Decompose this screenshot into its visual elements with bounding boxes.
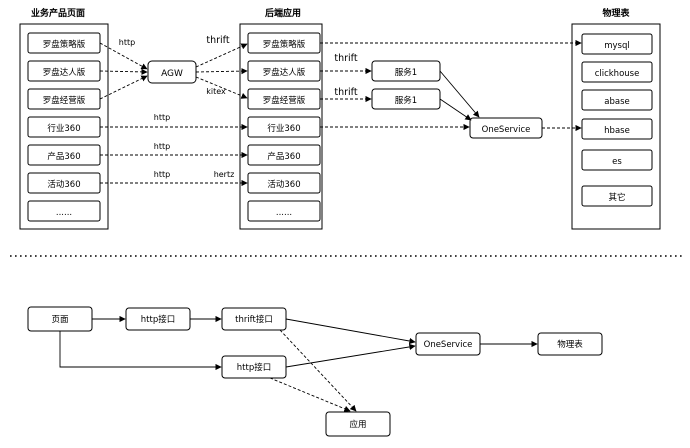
table-item-label: hbase [604,126,630,136]
edge-label-thrift-service-a: thrift [334,53,357,64]
backend-item-box[interactable] [247,200,321,222]
biz-item-label: 活动360 [47,179,80,190]
backend-item-label: 活动360 [267,179,300,190]
flow-http-api-top-label: http接口 [141,314,175,325]
backend-item-label: ...... [276,208,292,218]
flow-app-label: 应用 [349,419,366,430]
edge-label-http-agw: http [119,38,135,47]
biz-item-label: 罗盘经营版 [43,95,86,106]
bottom-dashed-edges [269,329,357,412]
service-label-a: 服务1 [395,67,417,78]
backend-item-label: 罗盘经营版 [263,95,306,106]
biz-item-label: ...... [56,208,72,218]
backend-item-label: 罗盘达人版 [263,67,306,78]
table-item-box[interactable] [581,185,653,207]
physical-tables-title: 物理表 [602,7,630,19]
edge-label-thrift-service-b: thrift [334,87,357,98]
flow-physical-table-label: 物理表 [557,339,583,350]
bottom-solid-edges [59,315,538,371]
flow-oneservice-label: OneService [424,340,473,350]
backend-app-items: 罗盘策略版 罗盘达人版 罗盘经营版 行业360 产品360 活动360 ....… [247,32,321,222]
edge-label-kitex: kitex [206,87,226,96]
flow-http-api-bottom-label: http接口 [237,362,271,373]
biz-item-label: 罗盘策略版 [43,39,86,50]
oneservice-label-top: OneService [482,125,531,135]
table-item-box[interactable] [581,118,653,140]
table-item-label: clickhouse [595,69,640,79]
business-page-items: 罗盘策略版 罗盘达人版 罗盘经营版 行业360 产品360 活动360 ....… [27,32,101,222]
edge-label-hertz: hertz [214,170,235,179]
biz-item-box[interactable] [27,200,101,222]
biz-item-label: 罗盘达人版 [43,67,86,78]
flow-thrift-api-label: thrift接口 [235,314,273,325]
physical-table-items: mysql clickhouse abase hbase es 其它 [581,33,653,207]
table-item-box[interactable] [581,61,653,83]
backend-item-box[interactable] [247,172,321,194]
table-item-box[interactable] [581,149,653,171]
backend-apps-title: 后端应用 [265,7,301,19]
table-item-label: es [612,157,622,167]
table-item-label: mysql [604,41,630,51]
edge-label-http-industry: http [154,113,170,122]
top-solid-edges [439,70,480,121]
table-item-label: 其它 [608,192,625,203]
business-pages-title: 业务产品页面 [31,7,85,19]
table-item-box[interactable] [581,89,653,111]
backend-item-box[interactable] [247,144,321,166]
agw-label: AGW [161,69,183,79]
edge-label-http-product: http [154,142,170,151]
biz-item-label: 产品360 [47,151,80,162]
backend-item-label: 产品360 [267,151,300,162]
table-item-label: abase [604,97,629,107]
edge-label-thrift-agw: thrift [206,35,229,46]
flow-app-node[interactable] [325,411,391,437]
service-label-b: 服务1 [395,95,417,106]
flow-page-label: 页面 [51,315,69,325]
backend-item-label: 罗盘策略版 [263,39,306,50]
edge-label-http-activity: http [154,170,170,179]
flow-physical-table-node[interactable] [537,332,603,356]
table-item-box[interactable] [581,33,653,55]
top-edges [99,39,582,187]
backend-item-label: 行业360 [267,123,300,134]
biz-item-label: 行业360 [47,123,80,134]
